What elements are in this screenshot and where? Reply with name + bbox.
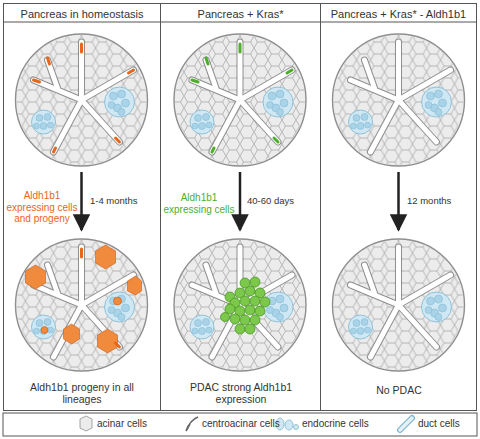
panel-text: Aldh1b1 expressing cells: [163, 192, 235, 215]
header-divider: [3, 22, 477, 23]
pancreas-lobule: [16, 34, 148, 166]
panel-text: 12 months: [407, 196, 471, 207]
panel-text: PDAC strong Aldh1b1 expression: [185, 381, 297, 405]
pancreas-lobule: [333, 239, 465, 371]
pancreas-lobule: [174, 34, 306, 166]
panel-text: Aldh1b1 expressing cells and progeny: [6, 190, 78, 225]
legend-box: [3, 413, 477, 436]
time-arrow: [397, 172, 400, 230]
legend-text: duct cells: [418, 418, 460, 429]
panel-heading: Pancreas + Kras* - Aldh1b1: [321, 8, 476, 21]
condition-panel: Pancreas + Kras* - Aldh1b1 12 months No PD…: [320, 3, 477, 411]
legend-text: centroacinar cells: [202, 418, 280, 429]
panel-text: Aldh1b1 progeny in all lineages: [12, 381, 152, 405]
pancreas-lobule: [333, 34, 465, 166]
legend-text: acinar cells: [97, 418, 147, 429]
aldh1b1-progeny: [26, 245, 142, 353]
panel-heading: Pancreas + Kras*: [161, 8, 320, 21]
condition-panel: Pancreas + Kras* Aldh1b1 expressing cells…: [160, 3, 321, 411]
pancreas-lobule: [16, 239, 148, 371]
pdac-tumour-cells: [221, 277, 271, 334]
aldh1b1-centroacinar-cells: [192, 44, 292, 152]
duct-cell-symbol: [400, 418, 412, 430]
time-arrow: [80, 172, 83, 230]
legend-text: endocrine cells: [302, 418, 369, 429]
time-arrow: [239, 172, 242, 230]
panel-text: 40-60 days: [247, 196, 311, 207]
condition-panel: Pancreas in homeostasisAldh1b1 expressin…: [3, 3, 161, 411]
panel-text: No PDAC: [329, 384, 469, 396]
panel-text: 1-4 months: [90, 196, 154, 207]
aldh1b1-centroacinar-cells: [34, 44, 134, 152]
centroacinar-cell-symbol: [186, 417, 198, 431]
pancreas-lobule: [174, 239, 306, 371]
acinar-cell-symbol: [80, 416, 92, 431]
panel-heading: Pancreas in homeostasis: [4, 8, 160, 21]
